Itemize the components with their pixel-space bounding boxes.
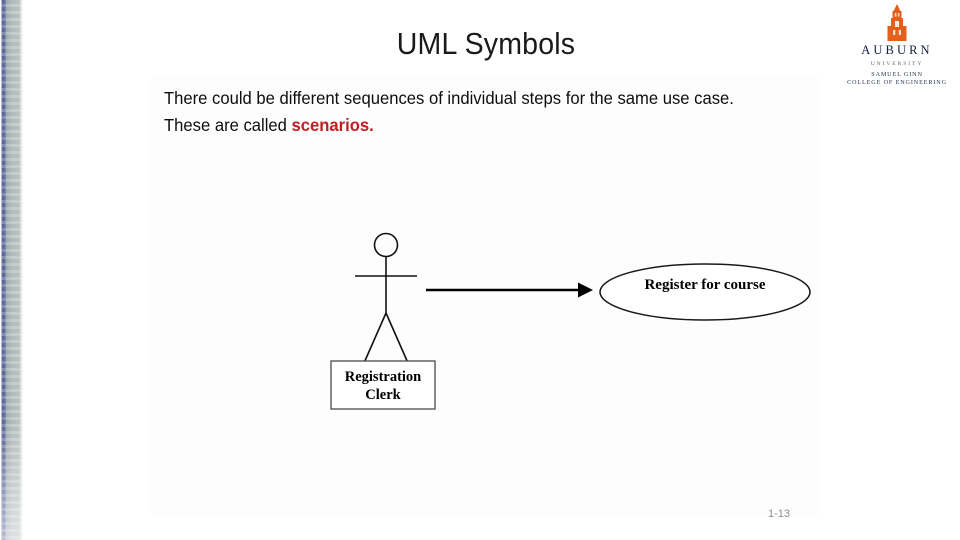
logo-subtitle: UNIVERSITY bbox=[870, 61, 924, 67]
auburn-logo: AUBURN UNIVERSITY SAMUEL GINN COLLEGE OF… bbox=[838, 4, 956, 88]
body-text-emphasis: scenarios. bbox=[291, 115, 374, 135]
actor-label-line-1: Registration bbox=[345, 369, 422, 385]
actor-figure bbox=[355, 232, 417, 364]
body-paragraph: There could be different sequences of in… bbox=[164, 85, 763, 139]
use-case-label: Register for course bbox=[644, 277, 765, 293]
body-text-plain: There could be different sequences of in… bbox=[164, 88, 734, 135]
page-number: 1-13 bbox=[767, 508, 791, 520]
use-case-ellipse bbox=[599, 263, 811, 321]
logo-wordmark: AUBURN bbox=[861, 43, 933, 57]
auburn-tower-icon bbox=[838, 4, 956, 42]
page-title: UML Symbols bbox=[396, 26, 576, 61]
uml-use-case-diagram: Registration Clerk Register for course bbox=[150, 200, 840, 430]
decorative-left-bar bbox=[0, 0, 23, 540]
logo-school-line-1: SAMUEL GINN bbox=[871, 71, 923, 78]
actor-label-box bbox=[330, 360, 436, 410]
logo-school: SAMUEL GINN COLLEGE OF ENGINEERING bbox=[838, 71, 956, 87]
actor-label-line-2: Clerk bbox=[365, 387, 401, 403]
association-arrow bbox=[426, 282, 593, 298]
logo-school-line-2: COLLEGE OF ENGINEERING bbox=[847, 79, 947, 86]
